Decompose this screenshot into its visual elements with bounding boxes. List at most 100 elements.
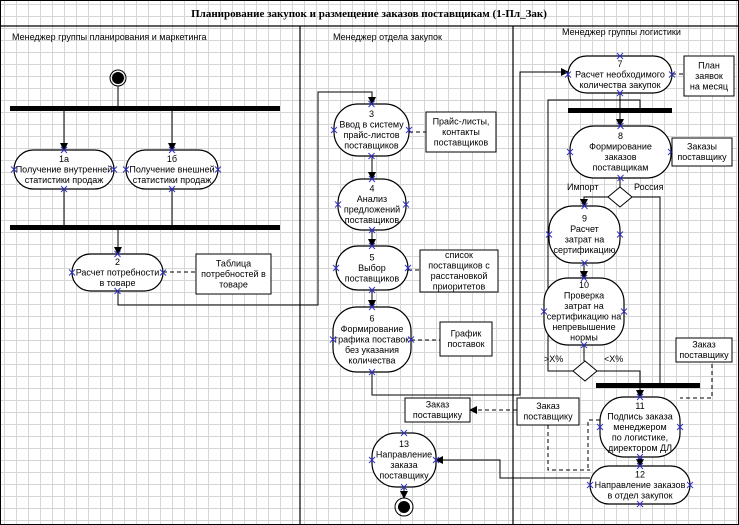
note-text: товаре [219, 279, 248, 289]
note-text: расстановкой [431, 271, 488, 281]
note-text: список [445, 250, 473, 260]
note-text: поставщиков с [428, 261, 490, 271]
activity-label: поставщиков [344, 141, 399, 151]
note-text: приоритетов [433, 282, 486, 292]
activity-number: 7 [617, 59, 622, 69]
fork-bar [10, 106, 280, 111]
activity-number: 10 [579, 280, 589, 290]
note-text: Прайс-листы, [433, 116, 490, 126]
guard-greater: >X% [544, 354, 563, 364]
lane-label-planning: Менеджер группы планирования и маркетинг… [12, 32, 206, 42]
activity-label: графика поставок [335, 334, 409, 344]
activity-label: затрат на [565, 235, 604, 245]
sync-bar-logistics [568, 108, 672, 113]
activity-label: Расчет [570, 224, 599, 234]
start-node [109, 69, 127, 87]
end-node [394, 497, 414, 517]
activity-label: Расчет потребности [76, 267, 160, 277]
activity-label: количества закупок [579, 80, 660, 90]
activity-label: Выбор [358, 263, 386, 273]
activity-label: статистики продаж [25, 175, 104, 185]
activity-label: поставщикам [593, 163, 649, 173]
activity-label: поставщиков [345, 273, 400, 283]
activity-number: 4 [369, 184, 374, 194]
decision-origin [607, 186, 633, 208]
activity-label: менеджером [613, 422, 666, 432]
lane-label-purchasing: Менеджер отдела закупок [333, 32, 442, 42]
note-text: Заказ [536, 401, 560, 411]
activity-label: предложений [344, 205, 400, 215]
activity-label: затрат на [564, 301, 603, 311]
note-text: заявок [695, 71, 723, 81]
note-text: поставщику [523, 412, 573, 422]
activity-label: без указания [345, 345, 399, 355]
activity-label: Расчет необходимого [575, 69, 665, 79]
activity-label: Анализ [357, 194, 387, 204]
activity-number: 12 [635, 469, 645, 479]
activity-label: Ввод в систему [339, 120, 404, 130]
guard-russia: Россия [634, 182, 664, 192]
activity-number: 13 [399, 439, 409, 449]
note-text: План [698, 60, 720, 70]
note-text: Заказ [692, 340, 716, 350]
note-text: поставок [447, 339, 484, 349]
activity-label: Направление заказов [595, 480, 686, 490]
activity-label: по логистике, [612, 432, 668, 442]
activity-label: в отдел закупок [607, 490, 672, 500]
activity-label: поставщику [379, 471, 429, 481]
note-text: потребностей в [201, 269, 266, 279]
activity-label: Формирование [589, 142, 652, 152]
note-text: Заказ [426, 400, 450, 410]
activity-number: 1а [59, 154, 69, 164]
activity-label: поставщиков [345, 215, 400, 225]
activity-label: директором ДЛ [608, 443, 672, 453]
activity-number: 8 [618, 131, 623, 141]
note-text: поставщику [413, 410, 463, 420]
note-text: Таблица [216, 258, 251, 268]
activity-label: статистики продаж [133, 175, 212, 185]
note-text: График [451, 329, 482, 339]
activity-label: непревышение [552, 322, 615, 332]
activity-number: 11 [635, 401, 644, 411]
activity-label: в товаре [99, 278, 135, 288]
activity-number: 1б [167, 154, 177, 164]
activity-label: Получение внутренней [16, 164, 113, 174]
activity-number: 6 [369, 313, 374, 323]
activity-number: 3 [369, 109, 374, 119]
activity-number: 9 [582, 214, 587, 224]
activity-label: заказов [605, 152, 637, 162]
lane-label-logistics: Менеджер группы логистики [562, 27, 681, 37]
activity-number: 2 [115, 257, 120, 267]
decision-norm [572, 360, 598, 382]
note-text: поставщику [677, 152, 727, 162]
activity-label: прайс-листов [344, 130, 400, 140]
note-text: Заказы [687, 142, 717, 152]
guard-less: <X% [604, 354, 623, 364]
sync-bar-approval [596, 383, 700, 388]
note-text: поставщиков [434, 137, 489, 147]
activity-label: сертификацию [554, 245, 616, 255]
